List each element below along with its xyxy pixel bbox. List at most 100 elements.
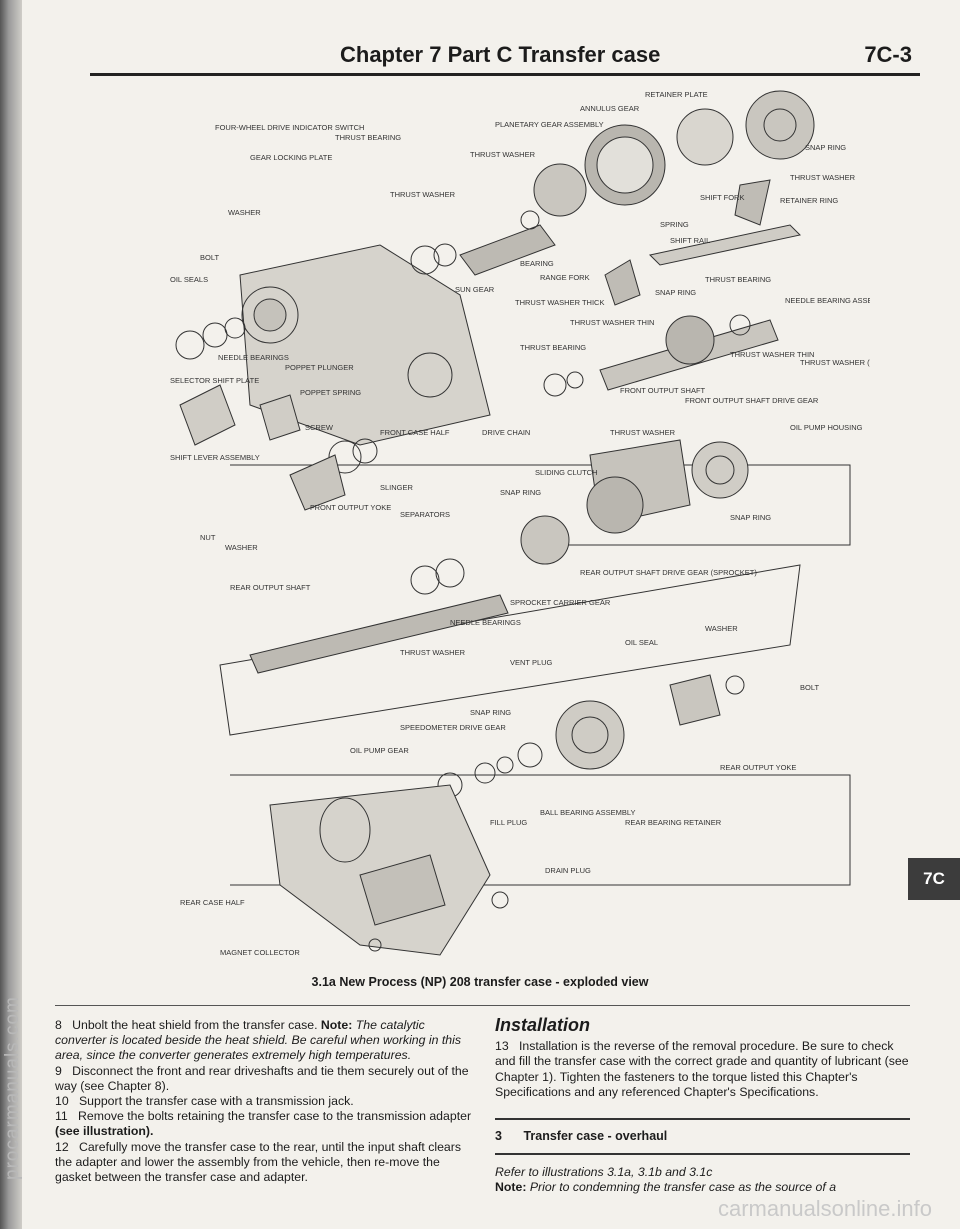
page-header: Chapter 7 Part C Transfer case 7C-3 [90,38,920,74]
step-number: 9 [55,1063,62,1078]
figure-caption: 3.1a New Process (NP) 208 transfer case … [311,975,649,989]
label-bolt: BOLT [200,253,219,262]
header-rule [90,73,920,76]
retainer-ring-inner [763,108,797,142]
front-case-half-shape [239,244,491,446]
thrust-washer-thick-shape [543,373,567,397]
section-title: Transfer case - overhaul [523,1129,668,1144]
label-oil-pump-gear: OIL PUMP GEAR [350,746,409,755]
label-thrust-washer-top-right: THRUST WASHER [790,173,856,182]
label-washer-lower: WASHER [705,624,738,633]
label-bolt-lower: BOLT [800,683,819,692]
label-thrust-washer-thick: THRUST WASHER THICK [515,298,604,307]
oil-seal-1 [175,330,205,360]
step-number: 11 [55,1109,68,1124]
label-front-output-shaft-drive-gear: FRONT OUTPUT SHAFT DRIVE GEAR [685,396,819,405]
rear-output-shaft-shape [249,594,509,674]
front-output-yoke-shape [289,454,346,511]
exploded-view-svg: RETAINER PLATE ANNULUS GEAR PLANETARY GE… [170,90,895,957]
front-output-drive-gear [665,315,715,365]
rear-shaft-box [219,564,801,736]
paragraph-8: 8 Unbolt the heat shield from the transf… [55,1018,473,1064]
washer-rear [725,675,745,695]
step-text: Carefully move the transfer case to the … [55,1139,462,1185]
thrust-washer-1 [410,245,440,275]
installation-heading: Installation [495,1015,591,1035]
planetary-gear-shape [533,163,587,217]
magnet-collector-shape [368,938,382,952]
sun-gear-shaft [459,224,556,276]
label-thrust-bearing-right: THRUST BEARING [705,275,771,284]
step-text: Remove the bolts retaining the transfer … [78,1109,472,1124]
bottom-watermark: carmanualsonline.info [717,1196,932,1221]
label-snap-ring-clutch: SNAP RING [500,488,541,497]
label-thrust-washer-b: THRUST WASHER [390,190,456,199]
label-thrust-bearing-top: THRUST BEARING [335,133,401,142]
label-screw: SCREW [305,423,334,432]
label-rear-output-shaft: REAR OUTPUT SHAFT [230,583,311,592]
label-front-case-half: FRONT CASE HALF [380,428,450,437]
label-poppet-spring: POPPET SPRING [300,388,361,397]
label-shift-rail: SHIFT RAIL [670,236,710,245]
shift-rail-shape [648,224,802,266]
label-separators: SEPARATORS [400,510,450,519]
label-needle-bearing-assembly: NEEDLE BEARING ASSEMBLY [785,296,870,305]
oil-seal-2 [202,322,228,348]
rear-output-yoke-shape [669,674,721,726]
label-rear-case-half: REAR CASE HALF [180,898,245,907]
label-thrust-washer-thin-right: THRUST WASHER THIN [730,350,814,359]
shift-lever-assembly-shape [179,384,236,446]
oil-pump-housing-inner [705,455,735,485]
step-number: 13 [495,1039,509,1054]
needle-bearing-left [224,317,246,339]
label-selector-shift-plate: SELECTOR SHIFT PLATE [170,376,259,385]
label-poppet-plunger: POPPET PLUNGER [285,363,354,372]
label-planetary-gear-assembly: PLANETARY GEAR ASSEMBLY [495,120,604,129]
label-gear-locking-plate: GEAR LOCKING PLATE [250,153,332,162]
label-magnet-collector: MAGNET COLLECTOR [220,948,300,957]
retainer-ring-shape [745,90,815,160]
front-case-bore-inner [253,298,287,332]
chapter-title: Chapter 7 Part C Transfer case [340,42,661,67]
retainer-plate-shape [676,108,734,166]
bearing-small [520,210,540,230]
section-number: 3 [495,1129,502,1144]
slinger-2 [352,438,378,464]
step-number: 12 [55,1139,69,1154]
exploded-view-diagram: RETAINER PLATE ANNULUS GEAR PLANETARY GE… [160,85,895,985]
label-thrust-bearing-mid: THRUST BEARING [520,343,586,352]
label-thrust-washer-lower: THRUST WASHER [400,648,466,657]
label-oil-seal: OIL SEAL [625,638,658,647]
illustration-refer: Refer to illustrations 3.1a, 3.1b and 3.… [495,1165,713,1180]
front-case-bore [241,286,299,344]
label-retainer-plate: RETAINER PLATE [645,90,708,99]
label-snap-ring-right: SNAP RING [730,513,771,522]
rear-case-pocket [359,854,446,926]
speedometer-gear-shape [474,762,496,784]
page-number: 7C-3 [864,42,912,67]
note-text: Prior to condemning the transfer case as… [529,1180,837,1195]
right-column: Installation 13 Installation is the reve… [495,1015,910,1196]
section-tab: 7C [908,858,960,900]
step-text: Unbolt the heat shield from the transfer… [72,1018,318,1032]
label-ball-bearing-assembly: BALL BEARING ASSEMBLY [540,808,635,817]
sliding-clutch-shape [520,515,570,565]
label-spring: SPRING [660,220,689,229]
needle-bearing-assembly-shape [729,314,751,336]
label-rear-output-yoke: REAR OUTPUT YOKE [720,763,796,772]
label-bearing: BEARING [520,259,554,268]
range-fork-shape [604,259,641,306]
label-needle-bearings-left: NEEDLE BEARINGS [218,353,289,362]
paragraph-10: 10 Support the transfer case with a tran… [55,1094,473,1109]
label-thrust-washer-a: THRUST WASHER [470,150,536,159]
annulus-inner [596,136,654,194]
label-rear-output-shaft-drive-gear: REAR OUTPUT SHAFT DRIVE GEAR (SPROCKET) [580,568,757,577]
note-text: The catalytic converter is located besid… [55,1018,462,1063]
paragraph-9: 9 Disconnect the front and rear drivesha… [55,1064,473,1094]
illustration-reference: (see illustration). [55,1124,154,1139]
label-fill-plug: FILL PLUG [490,818,527,827]
oil-pump-housing-shape [691,441,749,499]
label-front-output-yoke: FRONT OUTPUT YOKE [310,503,391,512]
label-rear-bearing-retainer: REAR BEARING RETAINER [625,818,722,827]
step-number: 8 [55,1018,62,1032]
